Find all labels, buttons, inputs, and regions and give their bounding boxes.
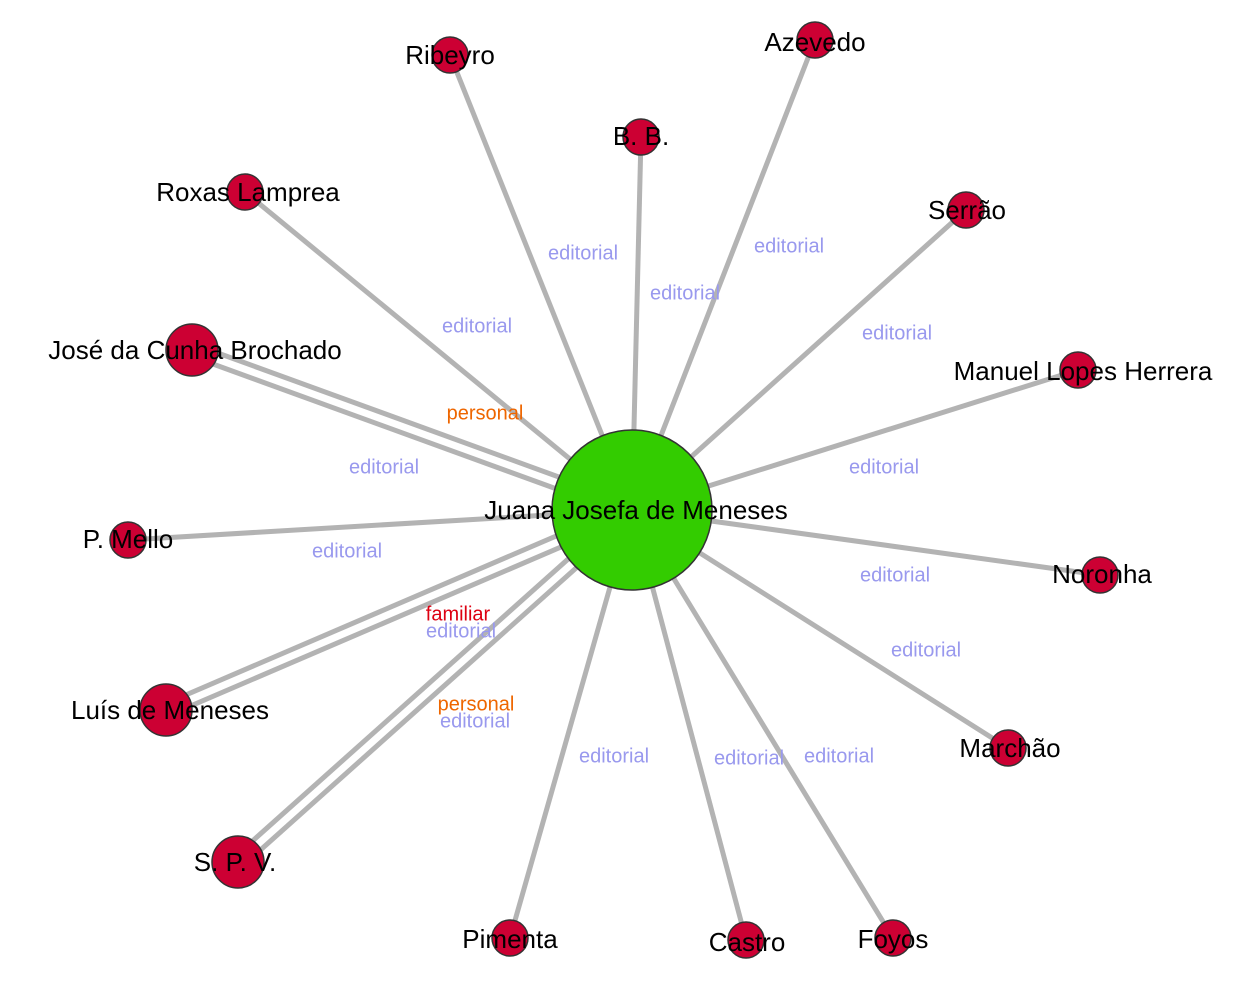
node-juana[interactable] <box>551 429 713 591</box>
edge-label-editorial: editorial <box>754 235 824 257</box>
node-labels: Juana Josefa de Meneses Ribeyro Azevedo B. … <box>48 27 1213 957</box>
edge-label-editorial: editorial <box>426 620 496 642</box>
edge-luis-familiar <box>167 513 636 718</box>
edge-foyos-editorial <box>629 508 896 940</box>
node-castro[interactable] <box>727 921 765 959</box>
edge-label-editorial: editorial <box>860 564 930 586</box>
node-label-spv: S. P. V. <box>194 847 276 877</box>
node-luis[interactable] <box>139 683 193 737</box>
node-label-noronha: Noronha <box>1052 559 1152 589</box>
node-label-azevedo: Azevedo <box>764 27 865 57</box>
edge-label-editorial: editorial <box>442 315 512 337</box>
edge-label-editorial: editorial <box>849 456 919 478</box>
node-label-mello: P. Mello <box>83 524 174 554</box>
edge-label-editorial: editorial <box>579 745 649 767</box>
edge-luis-editorial <box>162 502 631 707</box>
edge-label-editorial: editorial <box>440 710 510 732</box>
node-azevedo[interactable] <box>796 21 834 59</box>
node-label-juana: Juana Josefa de Meneses <box>484 495 788 525</box>
node-label-jose: José da Cunha Brochado <box>48 335 341 365</box>
edge-spv-personal <box>240 512 638 869</box>
nodes <box>109 21 1119 959</box>
node-ribeyro[interactable] <box>431 36 469 74</box>
edge-label-editorial: editorial <box>891 639 961 661</box>
node-mello[interactable] <box>109 521 147 559</box>
node-roxas[interactable] <box>226 173 264 211</box>
node-marchao[interactable] <box>989 729 1027 767</box>
edge-azevedo-editorial <box>629 39 818 511</box>
node-jose[interactable] <box>165 323 219 377</box>
node-serrao[interactable] <box>947 191 985 229</box>
node-herrera[interactable] <box>1059 351 1097 389</box>
edge-label-editorial: editorial <box>312 540 382 562</box>
edge-label-familiar: familiar <box>426 603 491 625</box>
edge-roxas-editorial <box>243 190 634 512</box>
node-foyos[interactable] <box>874 919 912 957</box>
node-label-herrera: Manuel Lopes Herrera <box>954 356 1213 386</box>
node-pimenta[interactable] <box>491 919 529 957</box>
edge-label-personal: personal <box>438 693 515 715</box>
edge-label-editorial: editorial <box>862 322 932 344</box>
node-label-roxas: Roxas Lamprea <box>156 177 340 207</box>
edge-label-editorial: editorial <box>714 747 784 769</box>
edge-label-editorial: editorial <box>650 282 720 304</box>
edge-label-editorial: editorial <box>804 745 874 767</box>
edge-label-personal: personal <box>447 402 524 424</box>
node-spv[interactable] <box>211 835 265 889</box>
node-label-luis: Luís de Meneses <box>71 695 269 725</box>
node-label-castro: Castro <box>709 927 786 957</box>
node-label-pimenta: Pimenta <box>462 924 558 954</box>
node-label-bb: B. B. <box>613 121 669 151</box>
edge-label-editorial: editorial <box>548 242 618 264</box>
node-label-foyos: Foyos <box>858 924 929 954</box>
edge-mello-editorial <box>127 507 633 543</box>
edge-label-editorial: editorial <box>349 456 419 478</box>
node-label-ribeyro: Ribeyro <box>405 40 495 70</box>
edge-labels: editorial editorial editorial editorial edit… <box>312 235 961 769</box>
node-label-serrao: Serrão <box>928 195 1006 225</box>
node-noronha[interactable] <box>1081 556 1119 594</box>
node-bb[interactable] <box>622 118 660 156</box>
node-label-marchao: Marchão <box>959 733 1060 763</box>
edge-spv-editorial <box>232 503 630 860</box>
edge-ribeyro-editorial <box>447 54 635 511</box>
